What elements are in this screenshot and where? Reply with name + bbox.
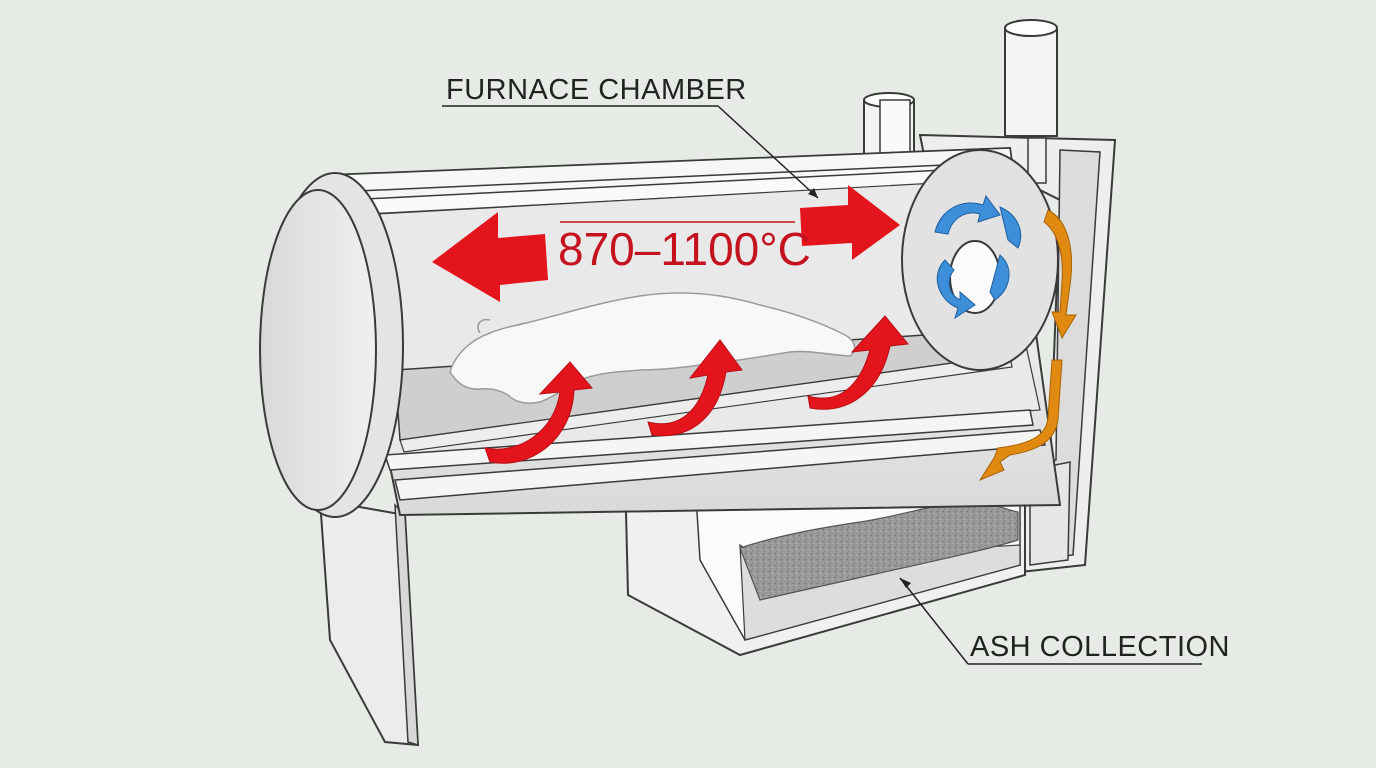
burner-plate [901, 149, 1059, 371]
furnace-chamber-leader [442, 105, 819, 199]
heat-arrow-right [800, 185, 900, 260]
heat-arrow-left [432, 212, 548, 302]
exhaust-flow-arrows [978, 209, 1077, 482]
ash-collection-label: ASH COLLECTION [970, 631, 1230, 663]
furnace-door [259, 172, 404, 518]
furnace-chamber-label: FURNACE CHAMBER [446, 74, 747, 106]
ash-collection-leader [899, 577, 1202, 665]
dog-silhouette [449, 292, 856, 404]
chimney-small [863, 92, 915, 159]
chimney-large [1004, 19, 1058, 184]
support-leg [318, 498, 420, 747]
curved-heat-arrows [484, 315, 909, 464]
circular-airflow-arrows [934, 194, 1022, 320]
temperature-label: 870–1100°C [558, 223, 811, 275]
